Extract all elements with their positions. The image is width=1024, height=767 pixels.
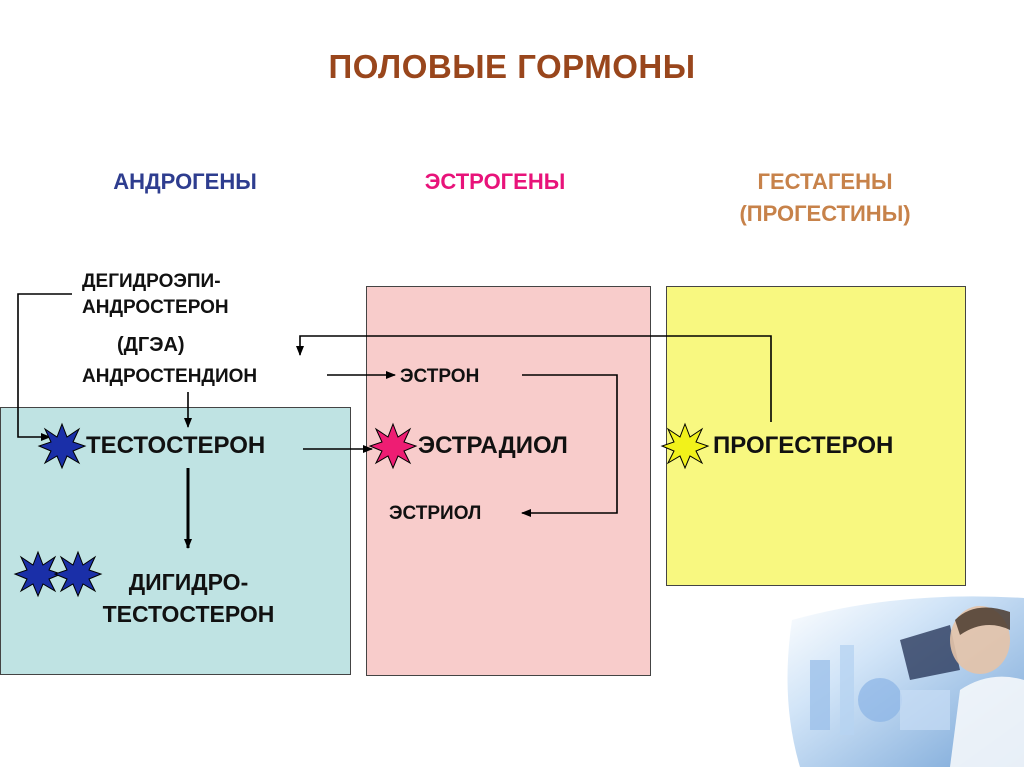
arrow-dhea-to-testosterone: [17, 293, 72, 441]
estrogens-header: ЭСТРОГЕНЫ: [424, 169, 566, 194]
dht-line1: ДИГИДРО-: [128, 569, 249, 595]
gestagens-header-line1: ГЕСТАГЕНЫ: [757, 169, 893, 194]
dhea-abbreviation: (ДГЭА): [117, 334, 185, 356]
estrone-label: ЭСТРОН: [400, 366, 480, 387]
estriol-label: ЭСТРИОЛ: [389, 503, 482, 524]
dhea-line1: ДЕГИДРОЭПИ-: [82, 271, 221, 292]
arrow-progesterone-to-androgens: [296, 335, 772, 422]
arrow-estrone-to-estriol: [521, 374, 618, 517]
dihydrotestosterone-label: ДИГИДРО- ТЕСТОСТЕРОН: [66, 566, 311, 630]
dhea-line2: АНДРОСТЕРОН: [82, 297, 229, 318]
dht-line2: ТЕСТОСТЕРОН: [102, 601, 275, 627]
gestagens-header: ГЕСТАГЕНЫ (ПРОГЕСТИНЫ): [700, 166, 950, 230]
estradiol-label: ЭСТРАДИОЛ: [418, 432, 568, 459]
gestagens-header-line2: (ПРОГЕСТИНЫ): [739, 201, 911, 226]
testosterone-label: ТЕСТОСТЕРОН: [86, 432, 266, 459]
dhea-label: ДЕГИДРОЭПИ- АНДРОСТЕРОН: [82, 269, 229, 321]
progesterone-label: ПРОГЕСТЕРОН: [713, 432, 894, 459]
page-title: ПОЛОВЫЕ ГОРМОНЫ: [328, 48, 696, 85]
androstenedione-label: АНДРОСТЕНДИОН: [82, 366, 258, 387]
androgens-header: АНДРОГЕНЫ: [113, 169, 257, 194]
estrogens-box: [366, 286, 651, 676]
